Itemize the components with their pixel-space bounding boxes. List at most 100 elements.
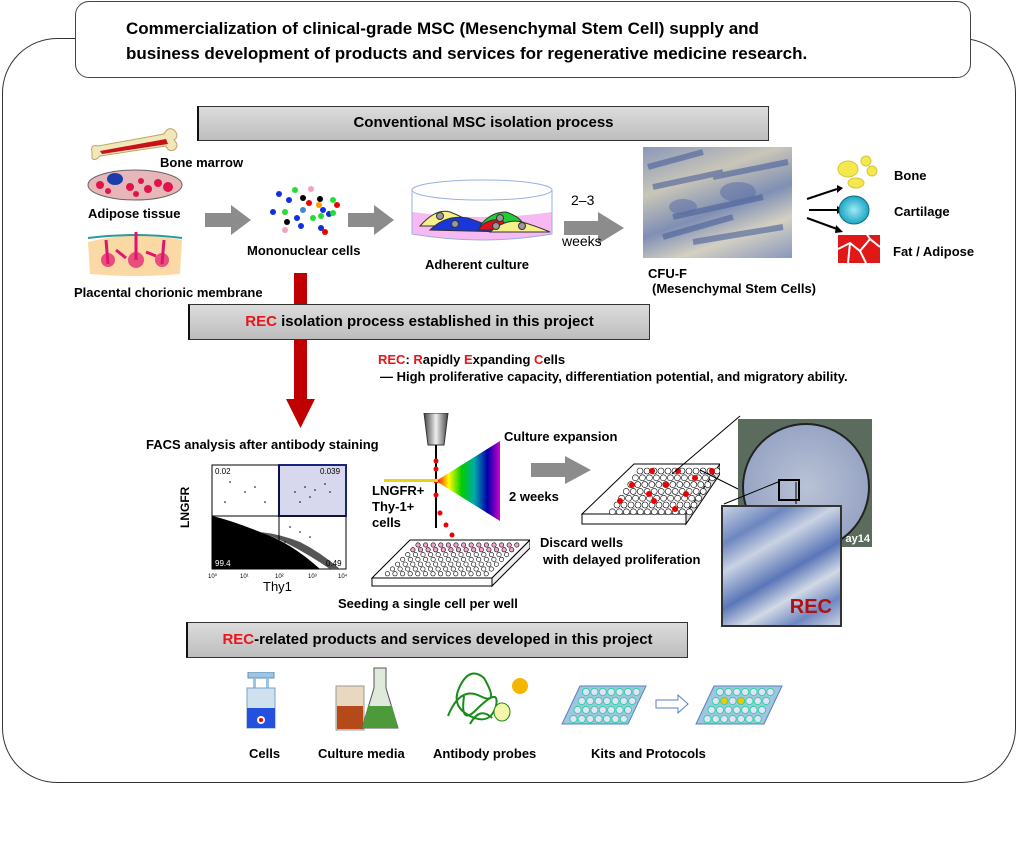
well: [611, 696, 620, 706]
products-rec-highlight: REC: [222, 631, 255, 648]
duration-bottom-label: weeks: [562, 233, 602, 249]
well: [598, 705, 607, 715]
title-line-2: business development of products and ser…: [126, 44, 808, 63]
well: [762, 696, 771, 706]
well: [400, 556, 406, 562]
well: [581, 687, 591, 697]
well: [488, 566, 494, 572]
discard-line-2: with delayed proliferation: [543, 552, 701, 567]
well: [395, 561, 401, 567]
well: [481, 552, 487, 558]
well: [428, 552, 434, 558]
well: [686, 508, 693, 516]
facs-q-ll: 99.4: [215, 559, 231, 568]
well: [692, 488, 700, 495]
well: [720, 696, 729, 706]
well: [481, 566, 487, 572]
well: [415, 571, 421, 577]
well: [607, 705, 616, 715]
well: [757, 687, 767, 697]
well: [736, 714, 746, 724]
well: [683, 501, 691, 509]
well: [430, 556, 436, 562]
well: [405, 552, 411, 558]
well: [491, 556, 497, 562]
facs-tick-0: 10⁰: [208, 573, 218, 580]
antibody-probes-icon: [447, 672, 528, 725]
bone-icon: [91, 128, 178, 161]
well: [657, 467, 665, 475]
well: [476, 556, 482, 562]
well: [664, 488, 672, 495]
rec-process-header: REC isolation process established in thi…: [188, 304, 650, 340]
rec-description: — High proliferative capacity, different…: [380, 369, 848, 384]
well: [453, 571, 459, 577]
well: [648, 481, 656, 488]
well: [405, 566, 411, 572]
expansion-duration-label: 2 weeks: [509, 489, 559, 504]
well: [590, 687, 599, 697]
well: [473, 552, 479, 558]
placenta-label: Placental chorionic membrane: [74, 285, 263, 300]
culture-expansion-label: Culture expansion: [504, 429, 618, 444]
well: [628, 696, 637, 706]
well: [427, 566, 433, 572]
well: [690, 481, 698, 488]
well: [483, 542, 489, 548]
well: [623, 705, 633, 715]
well: [602, 714, 612, 724]
well: [433, 561, 439, 567]
cell-sorter-icon: [423, 413, 500, 547]
well: [715, 687, 725, 697]
well: [466, 552, 472, 558]
well: [690, 501, 698, 509]
well: [622, 488, 630, 495]
well: [728, 696, 737, 706]
well: [657, 488, 665, 495]
well: [461, 542, 467, 548]
well: [440, 561, 446, 567]
well: [509, 547, 515, 553]
well: [667, 494, 674, 502]
adherent-culture-label: Adherent culture: [425, 257, 530, 272]
product-antibody-probes-label: Antibody probes: [433, 746, 537, 761]
well: [695, 494, 702, 502]
well: [607, 687, 616, 697]
sorted-cells-line-3: cells: [372, 515, 401, 530]
facs-tick-4: 10⁴: [338, 573, 348, 580]
well: [749, 687, 758, 697]
well: [715, 705, 725, 715]
well: [676, 481, 684, 488]
well: [669, 481, 677, 488]
well: [586, 696, 595, 706]
bone-cells-icon: [837, 155, 878, 189]
well: [499, 542, 505, 548]
rec-c: C: [534, 352, 544, 367]
well: [504, 552, 510, 558]
well: [681, 474, 688, 482]
well: [453, 556, 459, 562]
well: [384, 571, 390, 577]
cfu-f-micrograph: [643, 147, 792, 258]
well: [590, 705, 599, 715]
well: [412, 566, 418, 572]
bone-label: Bone: [894, 168, 927, 183]
well: [753, 714, 762, 724]
conventional-header-text: Conventional MSC isolation process: [353, 114, 614, 131]
well: [448, 547, 454, 553]
well: [639, 494, 646, 502]
well: [389, 566, 395, 572]
mononuclear-cells-label: Mononuclear cells: [247, 243, 361, 258]
rec-abbrev: REC: [378, 352, 406, 367]
well: [392, 571, 398, 577]
title-box: Commercialization of clinical-grade MSC …: [75, 1, 971, 78]
well: [615, 687, 624, 697]
well: [468, 542, 474, 548]
well: [667, 474, 674, 482]
facs-ylabel: LNGFR: [178, 486, 192, 528]
well: [499, 556, 505, 562]
well: [609, 508, 616, 516]
well: [655, 501, 663, 509]
well: [483, 571, 489, 577]
well: [425, 547, 431, 553]
